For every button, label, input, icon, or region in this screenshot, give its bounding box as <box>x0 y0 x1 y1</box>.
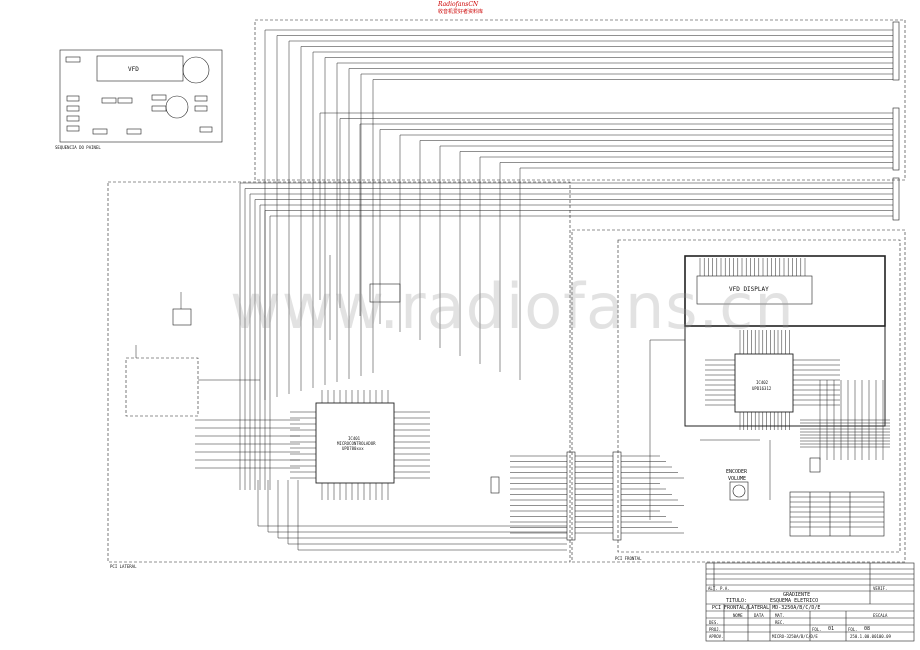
tb-fol-value: 01 <box>828 626 835 632</box>
micro-label-1: IC401 <box>348 436 361 441</box>
tb-alt: ALT. <box>708 586 718 591</box>
tb-company: GRADIENTE <box>783 592 811 598</box>
driver-label-2: UPD16312 <box>752 386 772 391</box>
tb-title-label: TITULO: <box>726 598 748 604</box>
tb-drawing-type: ESQUEMA ELETRICO <box>770 598 819 604</box>
connector-lateral <box>566 451 576 541</box>
tb-fol-label: FOL. <box>812 627 822 632</box>
tb-mat: MAT. <box>775 613 785 618</box>
microcontroller-ic <box>315 402 395 484</box>
tb-total-label: FOL. <box>848 627 858 632</box>
connector-frontal <box>612 451 622 541</box>
pcb-frontal-label: PCI FRONTAL <box>615 556 642 561</box>
tb-board: PCI FRONTAL/LATERAL MD-3250A/B/C/D/E <box>712 605 821 611</box>
front-panel-outline <box>59 49 223 143</box>
encoder-volume-label: VOLUME <box>728 476 747 482</box>
boundary-frontal <box>571 229 906 563</box>
micro-label-3: UPD780xxx <box>342 446 364 451</box>
tb-nome: NOME <box>733 613 743 618</box>
tb-rec: REC. <box>775 620 785 625</box>
front-panel-caption: SEQUENCIA DO PAINEL <box>55 145 101 150</box>
tb-proj: PROJ. <box>709 627 722 632</box>
tb-doc-number: 250.1.00.00100.09 <box>850 634 891 639</box>
driver-ic <box>734 353 794 413</box>
boundary-frontal-inner <box>617 239 901 553</box>
site-name: RadiofansCN <box>438 1 479 8</box>
tb-verif: VERIF. <box>873 586 888 591</box>
driver-label-1: IC402 <box>756 380 769 385</box>
boundary-top <box>254 19 906 181</box>
tb-model-code: MICRO-3250A/B/C/D/E <box>772 634 818 639</box>
pcb-lateral-label: PCI LATERAL <box>110 564 137 569</box>
vfd-display-label: VFD DISPLAY <box>729 286 769 293</box>
tb-pa: P.A. <box>720 586 730 591</box>
tb-aprov: APROV. <box>709 634 724 639</box>
watermark: www.radiofans.cn <box>230 270 795 343</box>
encoder-label: ENCODER <box>726 469 748 475</box>
boundary-transistor <box>125 357 199 417</box>
boundary-lateral <box>107 181 571 563</box>
front-panel-vfd-label: VFD <box>128 66 139 73</box>
tb-des: DES. <box>709 620 719 625</box>
tb-total-value: 08 <box>864 626 871 632</box>
tb-escala: ESCALA <box>873 613 888 618</box>
site-subtitle: 收音机爱好者资料库 <box>438 9 484 15</box>
tb-data: DATA <box>754 613 764 618</box>
micro-label-2: MICROCONTROLADOR <box>337 441 376 446</box>
